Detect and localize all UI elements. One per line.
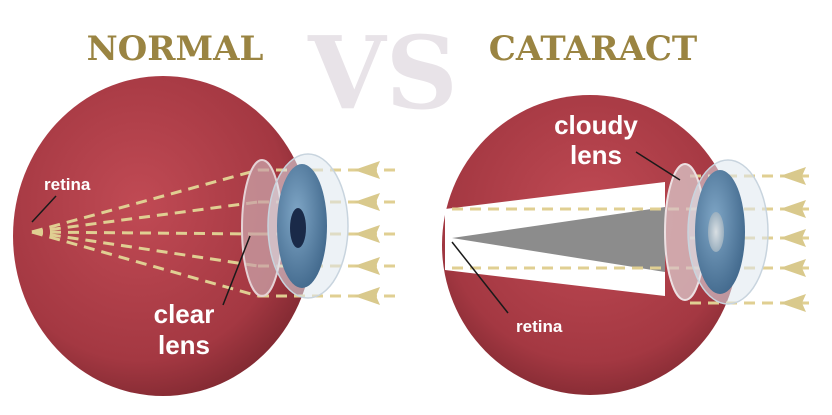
cloudy-lens-label-line1: cloudy [554, 110, 638, 140]
cataract-eye: cloudy lens retina [442, 95, 810, 395]
cataract-retina-pointer [451, 241, 509, 314]
cataract-retina-label: retina [516, 317, 563, 336]
normal-eye: retina clear lens [13, 76, 395, 396]
normal-pupil [290, 208, 306, 248]
clear-lens-label-line2: lens [158, 330, 210, 360]
normal-retina-pointer [31, 195, 57, 223]
normal-retina-label: retina [44, 175, 91, 194]
normal-eyeball [13, 76, 313, 396]
cataract-arrowheads [780, 167, 806, 312]
clear-lens-label-line1: clear [154, 299, 215, 329]
clear-lens-pointer [222, 235, 251, 306]
normal-arrowheads [354, 161, 380, 305]
heading-vs-watermark: VS [307, 14, 458, 132]
cloudy-lens-label-line2: lens [570, 140, 622, 170]
heading-cataract: CATARACT [489, 29, 697, 69]
cloudy-pupil [708, 212, 724, 252]
blocked-light-cone [452, 207, 665, 272]
cloudy-lens-pointer [635, 151, 681, 181]
heading-normal: NORMAL [87, 29, 264, 69]
